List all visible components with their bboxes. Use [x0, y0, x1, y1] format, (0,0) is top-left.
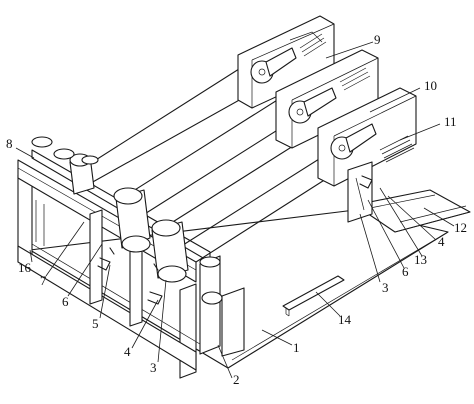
- callout-4-right: 4: [438, 234, 445, 249]
- front-clamps: [97, 175, 373, 305]
- callout-7: 7: [40, 273, 47, 288]
- rear-module-11: [317, 87, 417, 223]
- callout-6-right: 6: [402, 264, 409, 279]
- callout-9: 9: [374, 32, 381, 47]
- callout-3: 3: [150, 360, 157, 375]
- callout-1: 1: [293, 340, 300, 355]
- front-posts: [31, 136, 245, 357]
- callout-12: 12: [454, 220, 467, 235]
- callout-10: 10: [424, 78, 437, 93]
- rear-module-10: [275, 49, 379, 149]
- rear-module-9: [237, 15, 335, 109]
- callout-2: 2: [233, 372, 240, 387]
- callout-11: 11: [444, 114, 457, 129]
- callout-5: 5: [92, 316, 99, 331]
- callout-8: 8: [6, 136, 13, 151]
- front-rollers: [69, 153, 189, 283]
- callout-14: 14: [338, 312, 352, 327]
- callout-4: 4: [124, 344, 131, 359]
- callout-16: 16: [18, 260, 32, 275]
- leader-lines: [15, 41, 455, 379]
- callout-labels: 1 2 3 4 5 6 7 8 9 10 11 12 13 14 16 3 4 …: [6, 32, 467, 387]
- callout-6: 6: [62, 294, 69, 309]
- guide-bar: [282, 275, 345, 317]
- callout-13: 13: [414, 252, 427, 267]
- callout-3-right: 3: [382, 280, 389, 295]
